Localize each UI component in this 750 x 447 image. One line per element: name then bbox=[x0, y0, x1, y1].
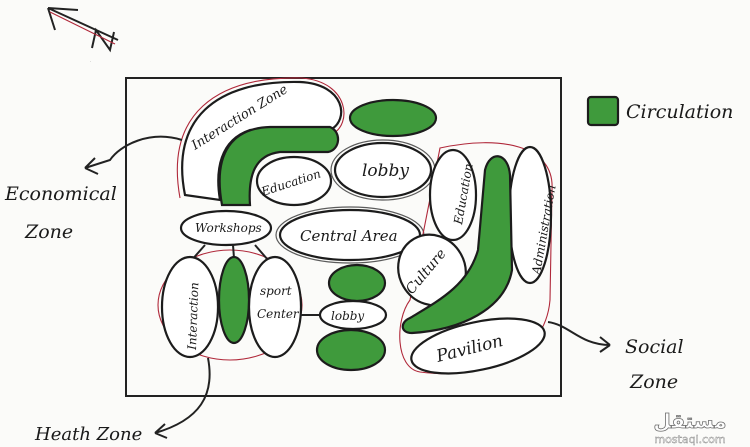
legend-label: Circulation bbox=[626, 101, 733, 123]
label-health-zone: Heath Zone bbox=[34, 424, 142, 445]
site-boundary bbox=[125, 77, 562, 397]
label-economical-zone: Economical bbox=[4, 183, 117, 205]
pavilion-bubble bbox=[410, 317, 546, 375]
watermark-arabic: مستقل bbox=[653, 409, 726, 433]
circulation-path bbox=[218, 125, 340, 207]
circulation-node bbox=[217, 255, 251, 345]
north-label: N bbox=[89, 61, 91, 63]
label-sport-center-line1: sport bbox=[260, 284, 292, 298]
watermark-latin: mostaql.com bbox=[654, 433, 725, 446]
education-bubble-left bbox=[255, 155, 333, 207]
circulation-node bbox=[315, 328, 387, 372]
label-social-zone: Social bbox=[625, 336, 684, 358]
north-arrow-icon: N bbox=[47, 7, 119, 63]
economical-zone-arrow bbox=[84, 135, 183, 175]
watermark-logo: مستقل mostaql.com bbox=[653, 409, 727, 447]
sport-center-bubble bbox=[247, 255, 303, 359]
legend-swatch bbox=[586, 95, 620, 127]
education-bubble-right bbox=[428, 148, 478, 242]
interaction-bubble bbox=[160, 255, 220, 359]
workshops-bubble bbox=[179, 209, 273, 247]
circulation-node bbox=[348, 98, 438, 138]
label-sport-center-line2: Center bbox=[257, 307, 300, 321]
circulation-curve bbox=[401, 155, 514, 335]
label-lobby-top: lobby bbox=[362, 161, 409, 181]
lobby-bubble bbox=[333, 141, 433, 199]
circulation-node bbox=[327, 263, 387, 303]
health-zone-arrow bbox=[154, 357, 211, 439]
legend: Circulation bbox=[586, 95, 733, 127]
label-central-area: Central Area bbox=[300, 227, 398, 245]
social-zone-arrow bbox=[547, 321, 611, 353]
label-lobby-bottom: lobby bbox=[331, 309, 364, 323]
label-economical-zone-line2: Zone bbox=[24, 221, 73, 243]
label-workshops: Workshops bbox=[195, 221, 262, 235]
label-interaction: Interaction bbox=[185, 282, 201, 351]
label-social-zone-line2: Zone bbox=[629, 371, 678, 393]
